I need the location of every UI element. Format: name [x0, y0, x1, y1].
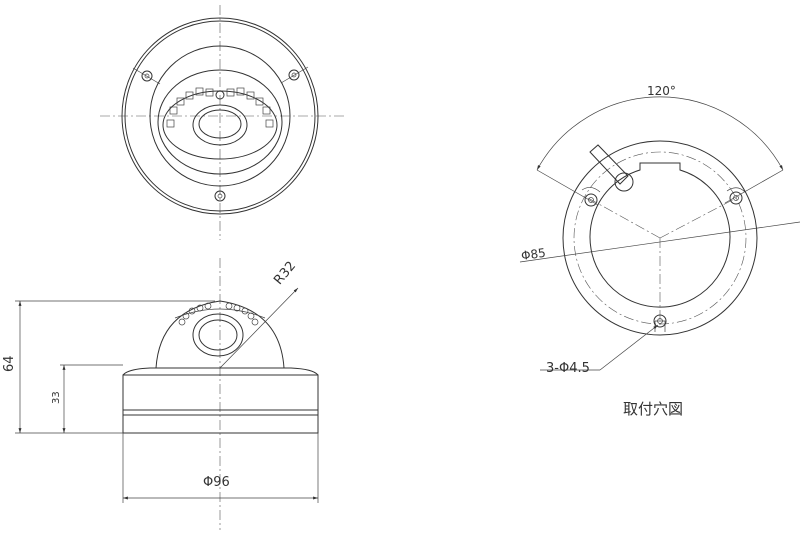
dome-led-arc: [174, 308, 266, 319]
mount-ctr-line-right: [659, 195, 741, 239]
top-screw-right: [280, 66, 309, 84]
sensor-circle: [215, 90, 225, 100]
top-view: [100, 5, 345, 240]
mount-hole-top-left: [581, 187, 601, 207]
dome-circle: [149, 45, 291, 187]
side-lens-inner: [198, 319, 238, 351]
mount-center-opening: [589, 162, 731, 308]
angle-extension-left: [536, 169, 599, 206]
outer-housing-inner-circle: [124, 20, 316, 212]
drawing-caption: 取付穴図: [623, 400, 684, 418]
holes-leader: [599, 324, 659, 371]
dome-rim-ellipse: [157, 69, 283, 175]
width-label: Φ96: [203, 475, 230, 490]
mounting-view: [519, 96, 800, 371]
dome-outline: [155, 300, 285, 369]
top-screw-left: [132, 67, 161, 85]
base-housing: [122, 374, 319, 434]
lens-inner-ellipse: [198, 109, 242, 139]
lens-outer-ellipse: [192, 104, 248, 146]
outer-housing-circle: [121, 17, 319, 215]
height-lower-label: 33: [51, 391, 62, 404]
angle-120-arc: [536, 96, 784, 171]
mount-outer-circle: [562, 140, 758, 336]
bolt-circle-diameter-line: [519, 221, 800, 263]
mount-bracket-tab: [589, 144, 634, 192]
radius-leader: [219, 287, 299, 369]
holes-label: 3-Φ4.5: [546, 361, 590, 376]
bolt-circle-label: Φ85: [520, 245, 547, 263]
mount-ctr-line-left: [587, 197, 661, 239]
angle-label: 120°: [647, 84, 676, 98]
side-lens-outer: [192, 313, 244, 357]
top-led-array: [166, 87, 274, 128]
height-total-label: 64: [2, 355, 17, 372]
side-view: [15, 258, 319, 530]
side-led-array: [178, 302, 259, 326]
top-screw-bottom: [214, 190, 226, 202]
angle-extension-right: [724, 169, 784, 204]
base-top-edge: [122, 367, 319, 376]
